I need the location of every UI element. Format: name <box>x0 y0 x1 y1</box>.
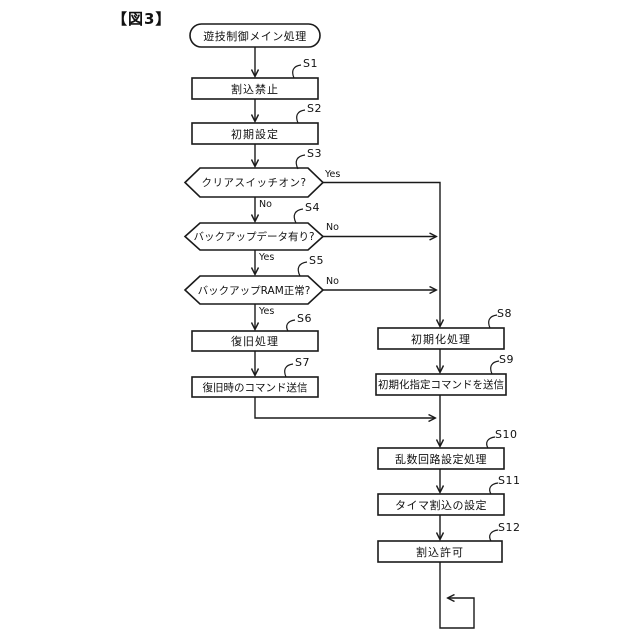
branch-s5-no: No <box>326 276 339 287</box>
s8-box-shape <box>377 327 505 350</box>
node-s8-label: 初期化処理 <box>411 332 471 346</box>
step-tag-s11: S11 <box>498 474 521 487</box>
step-tag-s8: S8 <box>497 307 512 320</box>
s9-box-shape <box>375 373 507 396</box>
leader-s7 <box>284 363 294 378</box>
node-s7-label: 復旧時のコマンド送信 <box>202 381 308 394</box>
node-s5-label: バックアップRAM正常? <box>197 284 311 297</box>
step-tag-s9: S9 <box>499 353 514 366</box>
leader-s9 <box>490 360 500 375</box>
arrow-main-loop <box>439 562 475 629</box>
leader-s1 <box>292 64 302 79</box>
node-s4-label: バックアップデータ有り? <box>193 231 315 243</box>
step-tag-s4: S4 <box>305 201 320 214</box>
step-tag-s1: S1 <box>303 57 318 70</box>
leader-s10 <box>486 436 496 449</box>
leader-s3 <box>295 154 306 170</box>
figure-label: 【図3】 <box>112 10 172 28</box>
node-s3-label: クリアスイッチオン? <box>201 177 307 189</box>
arrow-s3-s8-yes <box>323 181 440 327</box>
leader-s4 <box>293 208 304 224</box>
leader-s12 <box>489 529 499 542</box>
step-tag-s7: S7 <box>295 356 310 369</box>
step-tag-s5: S5 <box>309 254 324 267</box>
branch-s4-yes: Yes <box>259 252 275 263</box>
leader-s2 <box>296 109 306 124</box>
node-s12-label: 割込許可 <box>416 545 464 559</box>
leader-s8 <box>488 314 498 329</box>
step-tag-s2: S2 <box>307 102 322 115</box>
branch-s4-no: No <box>326 222 339 233</box>
s11-box-shape <box>377 493 505 516</box>
node-s9-label: 初期化指定コマンドを送信 <box>378 379 504 391</box>
step-tag-s10: S10 <box>495 428 518 441</box>
node-start-label: 遊技制御メイン処理 <box>203 29 307 43</box>
step-tag-s12: S12 <box>498 521 521 534</box>
step-tag-s3: S3 <box>307 147 322 160</box>
leader-s5 <box>297 261 308 277</box>
node-s2-label: 初期設定 <box>231 127 279 141</box>
s10-box-shape <box>377 447 505 470</box>
arrow-s7-join <box>254 397 435 418</box>
branch-s3-no: No <box>259 199 272 210</box>
node-s6-label: 復旧処理 <box>231 335 279 348</box>
step-tag-s6: S6 <box>297 312 312 325</box>
leader-s11 <box>489 482 499 495</box>
node-s11-label: タイマ割込の設定 <box>395 498 487 512</box>
leader-s6 <box>286 319 296 332</box>
branch-s5-yes: Yes <box>259 306 275 317</box>
node-s1-label: 割込禁止 <box>231 82 279 96</box>
node-s10-label: 乱数回路設定処理 <box>395 452 487 466</box>
branch-s3-yes: Yes <box>325 169 341 180</box>
